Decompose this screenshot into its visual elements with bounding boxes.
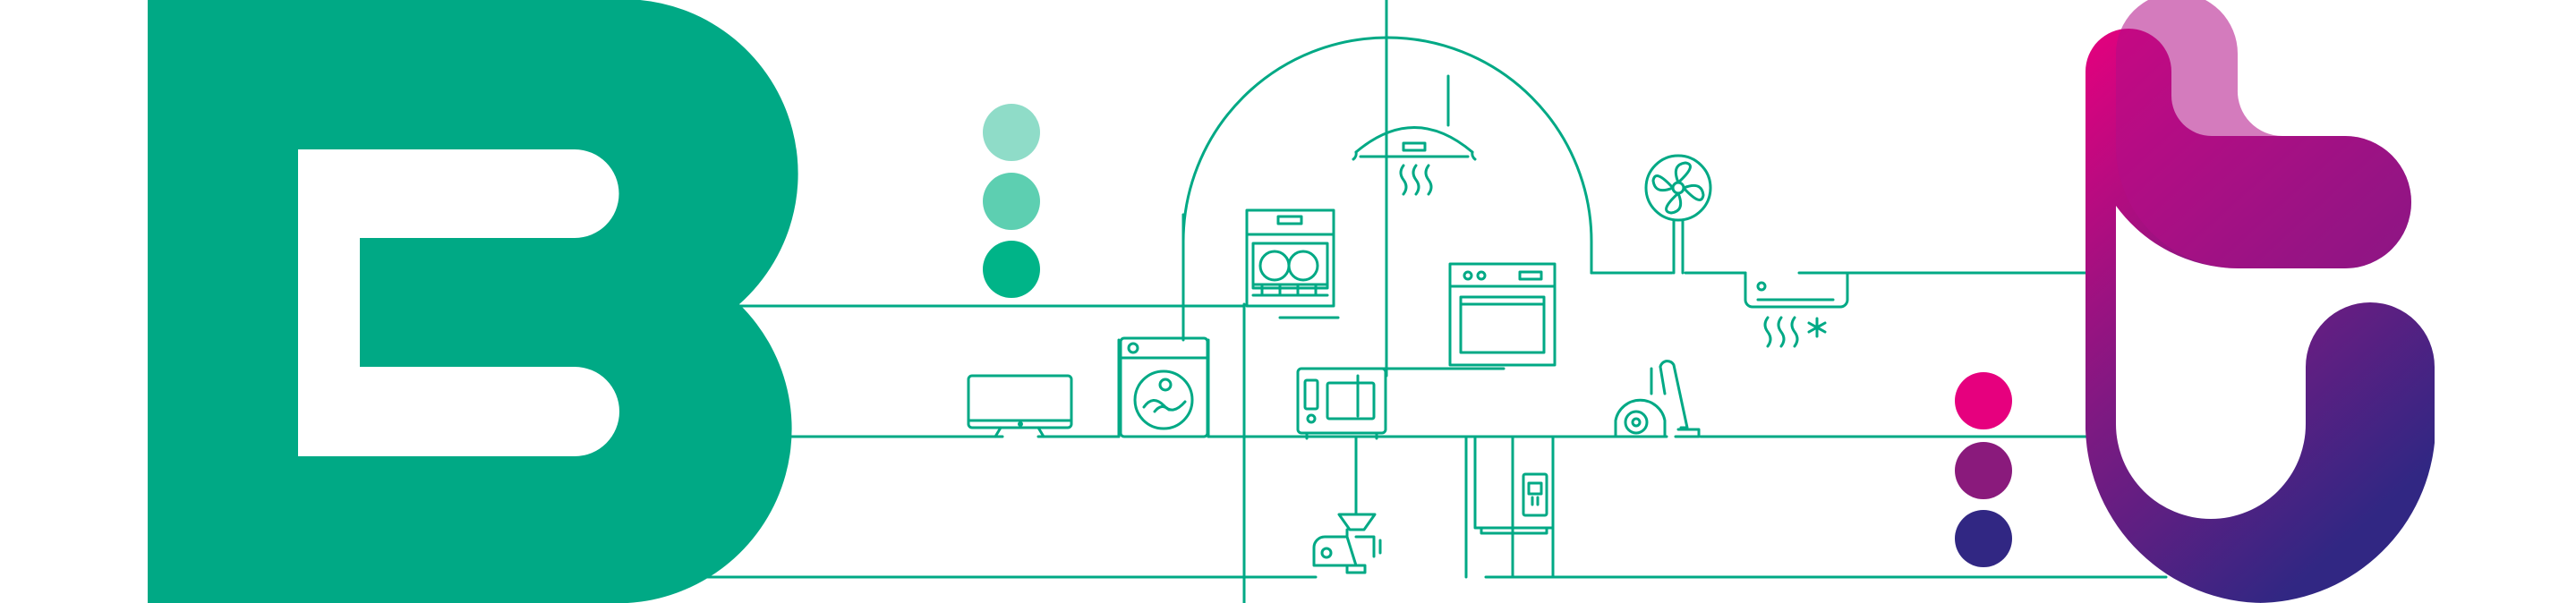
dishwasher-icon xyxy=(1245,208,1335,308)
t-crossbar-overlay xyxy=(2116,0,2411,268)
washing-machine-icon xyxy=(1119,336,1209,438)
left-dot-column xyxy=(983,104,1040,298)
tv-monitor-icon xyxy=(967,374,1073,438)
dot-light-green xyxy=(983,104,1040,161)
dot-purple xyxy=(1955,442,2012,499)
right-dot-column xyxy=(1955,372,2012,567)
meat-grinder-icon xyxy=(1312,499,1382,574)
vacuum-cleaner-icon xyxy=(1608,360,1701,438)
fan-icon xyxy=(1644,154,1712,275)
microwave-icon xyxy=(1296,367,1387,440)
oven-icon xyxy=(1448,262,1557,367)
dot-magenta xyxy=(1955,372,2012,429)
refrigerator-icon xyxy=(1473,435,1555,535)
letter-b-logo-icon xyxy=(148,0,798,603)
dot-green xyxy=(983,241,1040,298)
air-conditioner-icon xyxy=(1744,271,1849,348)
cooker-hood-icon xyxy=(1352,74,1477,196)
letter-t-logo-icon xyxy=(2086,0,2435,603)
dot-mid-green xyxy=(983,173,1040,230)
circuit-lines xyxy=(696,0,2168,603)
dot-navy xyxy=(1955,510,2012,567)
b-inner-cutout xyxy=(298,149,619,456)
